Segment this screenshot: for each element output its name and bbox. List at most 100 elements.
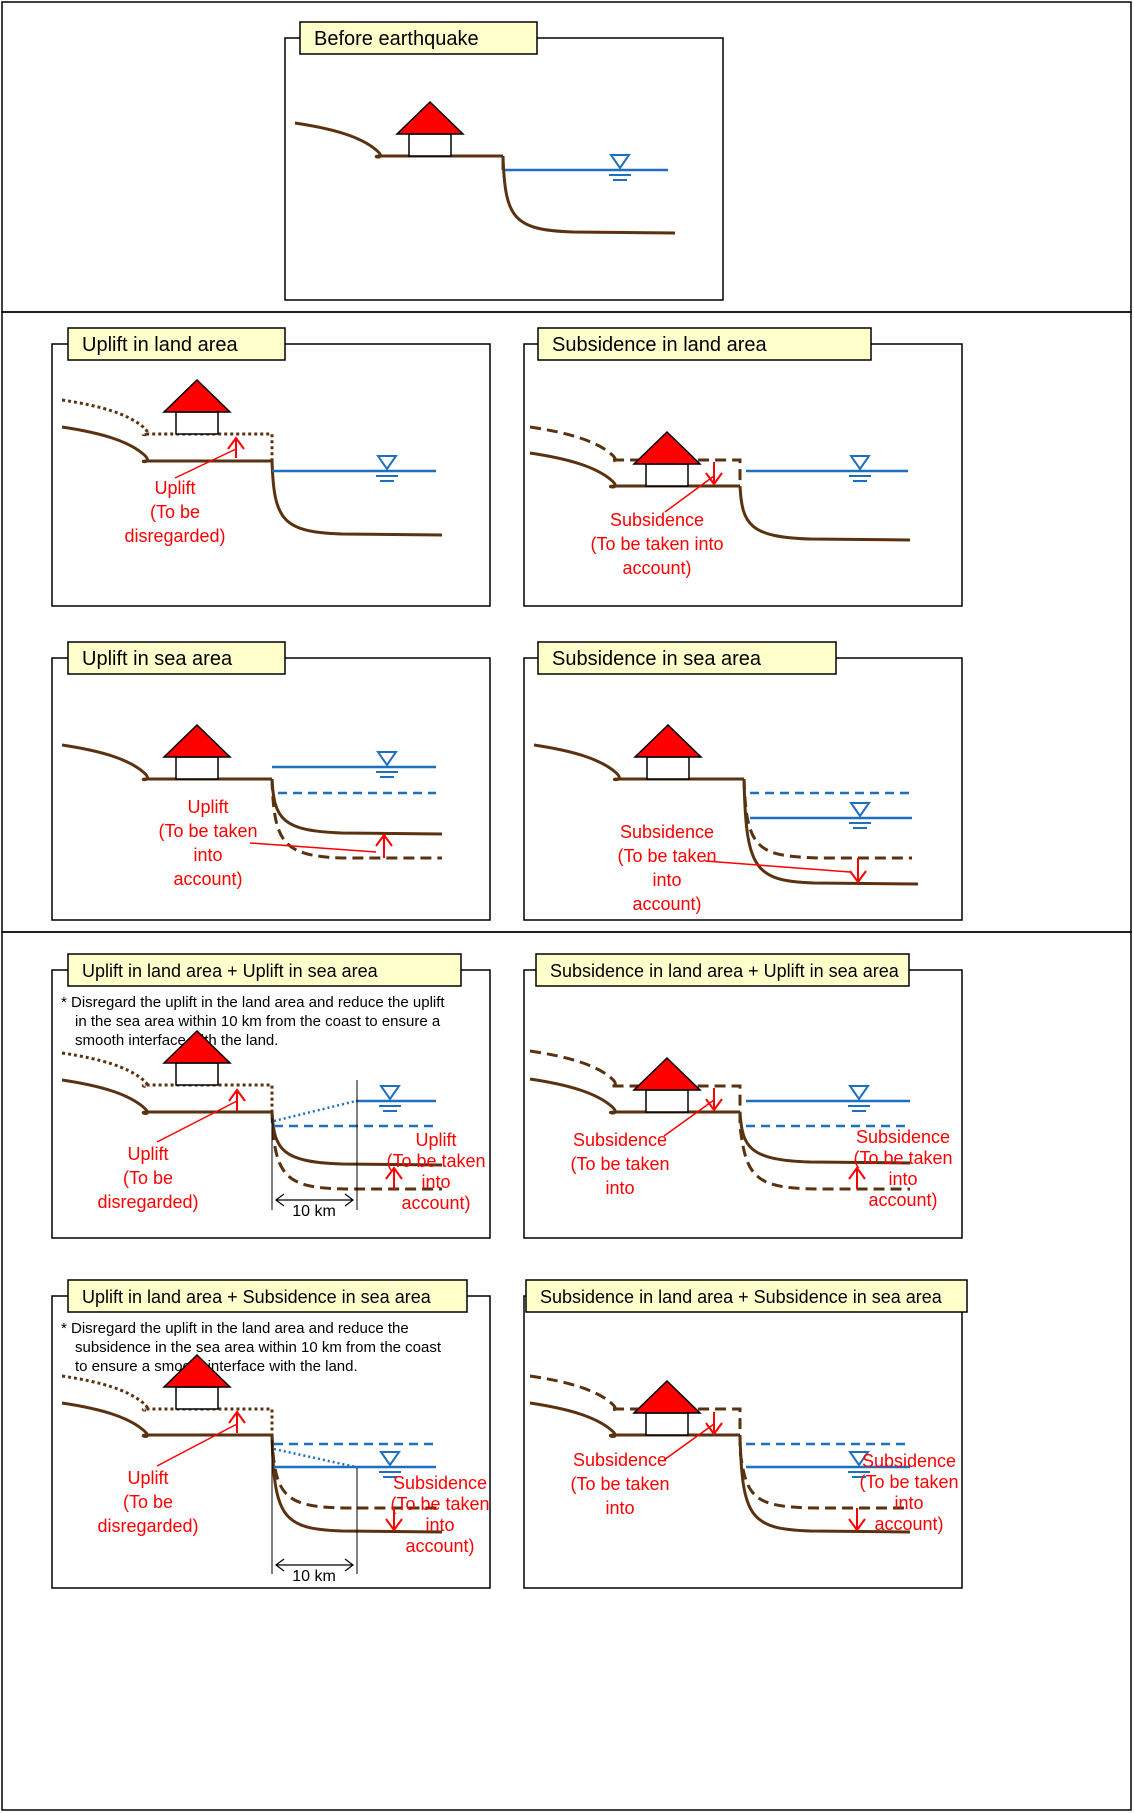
house-wall	[175, 1386, 219, 1410]
water-level-icon	[848, 1451, 870, 1478]
ground-line	[61, 1078, 272, 1115]
title-box	[535, 953, 910, 987]
water-level-triangle	[609, 154, 631, 170]
house-wall	[645, 1089, 689, 1113]
panel-title: Uplift in land area + Uplift in sea area	[82, 961, 379, 981]
distance-arrowheads	[275, 1558, 354, 1572]
water-level-icon	[376, 455, 398, 482]
panel-uplift-land-subsidence-sea: Uplift in land area + Subsidence in sea …	[51, 1279, 491, 1589]
house-icon	[162, 378, 232, 435]
panel-frame	[523, 969, 963, 1239]
subsidence-arrow	[849, 858, 867, 884]
title-box	[537, 641, 837, 675]
land-subsidence-label-line: (To be taken	[570, 1474, 669, 1494]
arrow-head	[849, 870, 867, 884]
house-wall	[175, 756, 219, 780]
sea-uplift-label-line: (To be taken	[386, 1151, 485, 1171]
arrow-head	[385, 1166, 403, 1180]
leader-line	[704, 860, 851, 873]
sea-subsidence-label-line: (To be taken	[859, 1472, 958, 1492]
uplift-label-line: Uplift	[154, 478, 195, 498]
uplift-arrow	[375, 833, 393, 858]
panel-frame	[51, 343, 491, 607]
arrow-head	[385, 1518, 403, 1532]
house-icon	[632, 1379, 702, 1436]
house-icon	[162, 723, 232, 780]
note-line: * Disregard the uplift in the land area …	[61, 1320, 409, 1337]
ground-line	[61, 425, 272, 464]
house-roof	[632, 430, 702, 465]
house-roof	[162, 378, 232, 413]
seabed-line	[738, 485, 911, 542]
ground-line	[533, 743, 744, 782]
sea-subsidence-label-line: account)	[405, 1536, 474, 1556]
land-subsidence-label-line: (To be taken	[570, 1154, 669, 1174]
seabed-line	[270, 460, 443, 537]
leader-line	[664, 475, 715, 513]
panel-before: Before earthquake	[284, 21, 724, 301]
house-icon	[162, 1029, 232, 1086]
sea-uplift-label-line: Uplift	[415, 1130, 456, 1150]
original-seabed-line	[270, 1111, 442, 1191]
subsidence-label-line: (To be taken into	[590, 534, 723, 554]
water-level-triangle	[848, 1085, 870, 1101]
title-box	[67, 327, 286, 361]
subsided-seabed-line	[270, 1434, 443, 1534]
arrow-head	[705, 1422, 723, 1436]
sea-subsidence-label-line: into	[425, 1515, 454, 1535]
distance-label: 10 km	[292, 1203, 336, 1220]
uplift-arrow	[228, 1088, 246, 1111]
land-uplift-label-line: disregarded)	[97, 1516, 198, 1536]
uplift-label-line: disregarded)	[124, 526, 225, 546]
land-subsidence-label-line: into	[605, 1178, 634, 1198]
sea-uplift-label-line: account)	[868, 1190, 937, 1210]
house-wall	[646, 756, 690, 780]
original-seabed-line	[270, 778, 442, 860]
house-icon	[632, 430, 702, 487]
sea-subsidence-label-line: Subsidence	[393, 1473, 487, 1493]
panel-title: Subsidence in land area	[552, 334, 767, 356]
note-text: * Disregard the uplift in the land area …	[61, 1320, 442, 1375]
panel-title: Before earthquake	[314, 28, 479, 50]
uplifted-seabed-line	[270, 1111, 443, 1167]
land-uplift-label-line: disregarded)	[97, 1192, 198, 1212]
uplift-label-line: (To be	[150, 502, 200, 522]
uplifted-ground-line	[61, 398, 274, 461]
arrow-head	[848, 1166, 866, 1180]
uplift-label: Uplift (To be disregarded)	[124, 478, 225, 546]
subsidence-label-line: (To be taken	[617, 846, 716, 866]
panel-uplift-land-uplift-sea: Uplift in land area + Uplift in sea area…	[51, 953, 491, 1239]
house-roof	[162, 1029, 232, 1064]
transition-water-line	[273, 1099, 357, 1123]
water-level-triangle	[379, 1451, 401, 1467]
arrow-head	[227, 436, 245, 450]
original-seabed-line	[738, 1112, 910, 1191]
subsidence-label-line: Subsidence	[620, 822, 714, 842]
house-wall	[408, 133, 452, 157]
land-subsidence-label-line: Subsidence	[573, 1450, 667, 1470]
uplifted-seabed-line	[270, 778, 443, 836]
subsided-seabed-line	[742, 778, 919, 886]
water-level-icon	[849, 802, 871, 829]
house-wall	[175, 411, 219, 435]
distance-arrowheads	[275, 1193, 354, 1207]
panel-title: Subsidence in land area + Subsidence in …	[540, 1287, 943, 1307]
uplift-label-line: into	[193, 845, 222, 865]
house-roof	[162, 1353, 232, 1388]
arrow-head	[848, 1518, 866, 1532]
subsided-ground-line	[529, 1401, 740, 1438]
title-box	[67, 953, 462, 987]
house-icon	[162, 1353, 232, 1410]
water-level-triangle	[849, 455, 871, 471]
panel-frame	[523, 343, 963, 607]
land-subsidence-label-line: into	[605, 1498, 634, 1518]
uplifted-ground-line	[61, 1374, 274, 1435]
leader-line	[663, 1423, 715, 1461]
sea-subsidence-label-line: account)	[874, 1514, 943, 1534]
